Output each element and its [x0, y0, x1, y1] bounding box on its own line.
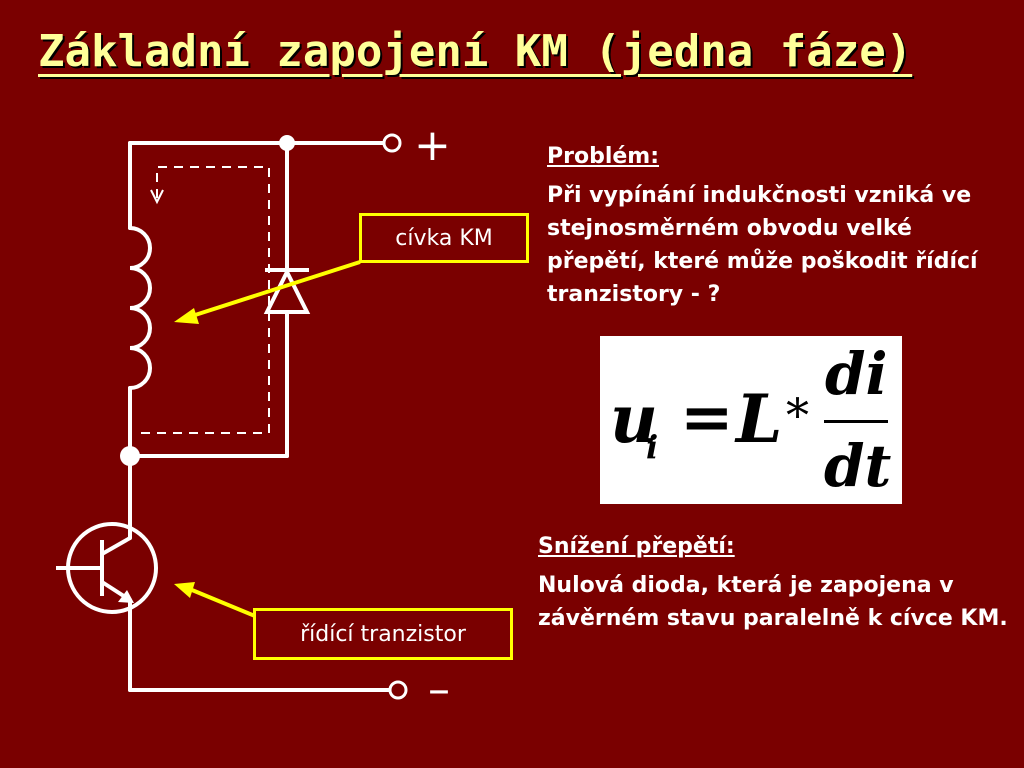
junction-dot-bottom [120, 446, 140, 466]
solution-text: Nulová dioda, která je zapojena v závěrn… [538, 573, 1008, 631]
coil-label: cívka KM [359, 213, 529, 263]
terminal-minus [388, 680, 408, 700]
formula-denominator: dt [824, 432, 892, 500]
formula-fraction-bar [824, 420, 888, 423]
slide-title: Základní zapojení KM (jedna fáze) [38, 26, 913, 77]
formula-u: u [610, 380, 658, 458]
problem-text: Při vypínání indukčnosti vzniká ve stejn… [547, 183, 978, 307]
formula-L: L [736, 380, 783, 458]
terminal-plus [382, 133, 402, 153]
transistor-symbol [56, 522, 158, 614]
plus-sign: + [414, 120, 451, 171]
arrow-to-transistor [174, 582, 256, 618]
solution-heading: Snížení přepětí: [538, 534, 735, 559]
formula-numerator: di [825, 340, 888, 408]
formula-u-sub: i [646, 428, 659, 466]
diode-symbol [263, 267, 311, 314]
current-path-dashed [140, 166, 270, 434]
current-arrowhead [150, 189, 164, 205]
transistor-emitter-arrow [118, 590, 134, 603]
formula-equals: = [680, 380, 734, 455]
minus-sign: – [428, 664, 450, 715]
formula-box: u i = L * di dt [600, 336, 902, 504]
transistor-label: řídící tranzistor [253, 608, 513, 660]
junction-dot-top [279, 135, 295, 151]
solution-block: Snížení přepětí: Nulová dioda, která je … [538, 530, 1008, 635]
arrow-to-coil [174, 260, 361, 324]
problem-block: Problém: Při vypínání indukčnosti vzniká… [547, 140, 1007, 311]
coil-symbol [128, 226, 152, 390]
problem-heading: Problém: [547, 144, 660, 169]
formula-times: * [786, 388, 809, 442]
